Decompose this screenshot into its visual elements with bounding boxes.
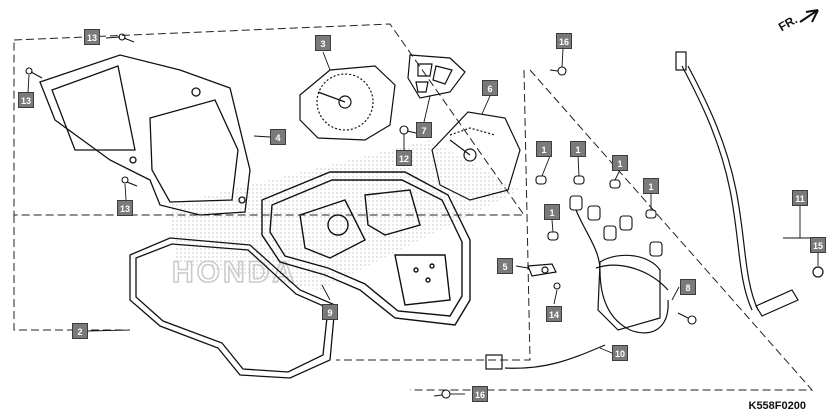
meter-case-part-9 (261, 171, 471, 326)
callout-16b: 16 (472, 386, 488, 402)
callout-5: 5 (497, 258, 513, 274)
callout-15: 15 (810, 237, 826, 253)
callout-8: 8 (680, 279, 696, 295)
direction-arrow-icon (799, 9, 819, 23)
speedo-cable-part-11 (675, 51, 824, 317)
dashed-assembly-frame (13, 23, 814, 391)
leader-lines (27, 36, 819, 395)
callout-14: 14 (546, 306, 562, 322)
callout-9: 9 (322, 304, 338, 320)
lens-gasket-part-2 (129, 237, 336, 379)
callout-6: 6 (482, 80, 498, 96)
callout-7: 7 (416, 122, 432, 138)
callout-13a: 13 (84, 29, 100, 45)
callout-3: 3 (315, 35, 331, 51)
callout-1d: 1 (643, 178, 659, 194)
callout-11: 11 (792, 190, 808, 206)
speedometer-face-part-3 (299, 65, 396, 141)
clamp-part-5 (527, 263, 557, 277)
callout-16a: 16 (556, 33, 572, 49)
callout-1b: 1 (570, 141, 586, 157)
indicator-panel-part-7 (407, 54, 466, 99)
callout-10: 10 (612, 345, 628, 361)
drawing-code: K558F0200 (748, 400, 807, 412)
callout-13c: 13 (117, 200, 133, 216)
wire-harness-part-10 (485, 209, 669, 370)
meter-visor-part-4 (39, 54, 251, 216)
callout-1a: 1 (536, 141, 552, 157)
callout-2: 2 (72, 323, 88, 339)
callout-1c: 1 (612, 155, 628, 171)
callout-13b: 13 (18, 92, 34, 108)
brand-watermark: HONDA (172, 256, 297, 289)
gauge-face-part-6 (431, 111, 521, 201)
callout-1e: 1 (544, 204, 560, 220)
callout-12: 12 (396, 150, 412, 166)
callout-4: 4 (270, 129, 286, 145)
